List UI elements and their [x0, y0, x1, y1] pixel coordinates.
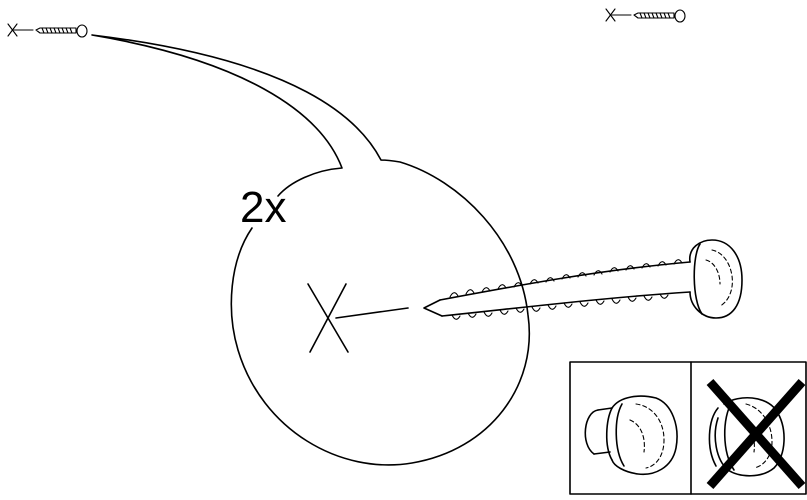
screw-icon — [633, 9, 686, 23]
screw-icon — [423, 239, 743, 320]
drill-point-x-icon — [7, 23, 34, 37]
comparison-box — [569, 361, 807, 495]
quantity-label: 2x — [240, 183, 286, 232]
large-screw — [423, 239, 743, 320]
drill-point-x-icon — [605, 8, 632, 22]
small-screw-right — [605, 8, 686, 23]
screw-head-flush-icon — [584, 395, 678, 476]
callout-bubble — [91, 34, 531, 466]
small-screw-left — [7, 23, 88, 38]
cross-mark-icon — [706, 379, 806, 489]
screw-icon — [35, 24, 88, 38]
drill-point-x-icon — [307, 283, 409, 353]
